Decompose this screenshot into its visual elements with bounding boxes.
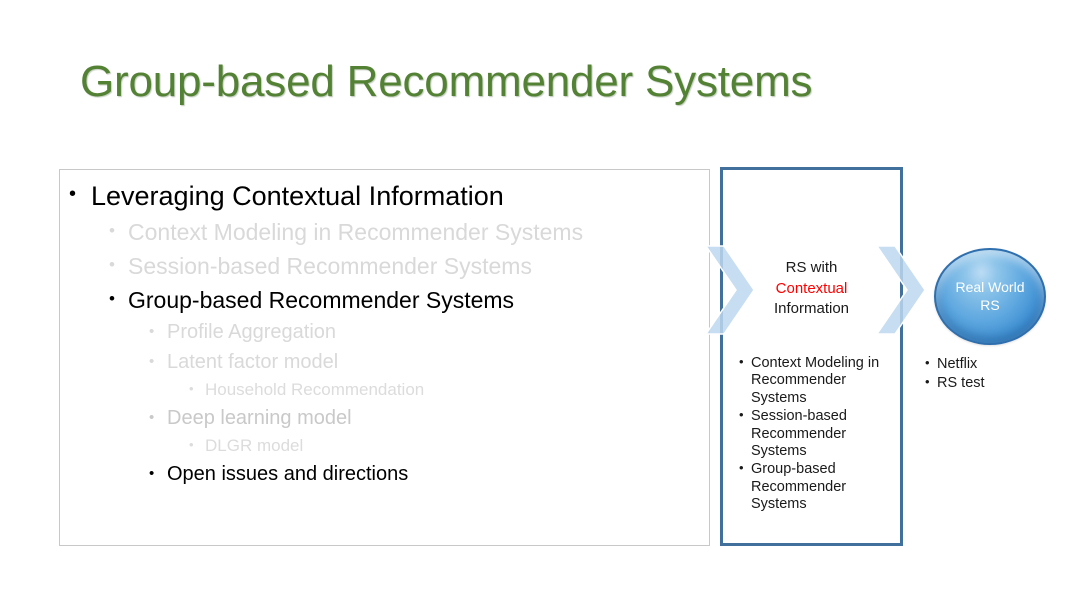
list-item-label: Deep learning model [167,407,352,429]
context-panel: RS with Contextual Information • Context… [720,167,903,546]
list-item-label: Session-based Recommender Systems [128,253,532,279]
real-world-bullet-list: • Netflix • RS test [925,355,1055,393]
list-item-label: Household Recommendation [205,380,425,399]
real-world-rs-circle: Real World RS [934,248,1046,345]
bullet-icon: • [189,437,194,452]
list-item-label: RS test [937,375,985,392]
chevron-right-arrow-icon [875,244,927,336]
list-item[interactable]: • RS test [925,374,1055,393]
list-item[interactable]: • Household Recommendation [189,380,709,400]
context-heading-highlight: Contextual [775,279,848,297]
outline-list: • Leveraging Contextual Information • Co… [60,181,709,486]
bullet-icon: • [109,221,115,240]
list-item[interactable]: • Netflix [925,355,1055,374]
chevron-right-arrow-icon [704,244,756,336]
list-item-label: Netflix [937,356,978,372]
list-item-label: Context Modeling in Recommender Systems [751,355,880,406]
real-world-rs-label: Real World RS [955,279,1025,313]
list-item-label: Context Modeling in Recommender Systems [128,219,584,245]
bullet-icon: • [739,354,744,369]
list-item-current[interactable]: • Group-based Recommender Systems [109,287,709,314]
list-item-label: Group-based Recommender Systems [128,287,515,313]
context-bullet-list: • Context Modeling in Recommender System… [739,354,889,515]
bullet-icon: • [149,323,155,340]
list-item[interactable]: • Context Modeling in Recommender System… [109,219,709,246]
list-item-label: Group-based Recommender Systems [751,461,847,513]
bullet-icon: • [149,465,155,482]
bullet-icon: • [149,409,155,426]
list-item[interactable]: • Latent factor model [149,351,709,374]
list-item-label: Open issues and directions [167,463,409,485]
bullet-icon: • [109,255,115,274]
list-item[interactable]: • Group-based Recommender Systems [739,460,889,513]
list-item[interactable]: • Session-based Recommender Systems [739,407,889,460]
context-heading-line3: Information [773,300,850,318]
context-panel-heading: RS with Contextual Information [723,258,900,320]
outline-panel: • Leveraging Contextual Information • Co… [59,169,710,546]
page-title: Group-based Recommender Systems [80,57,813,106]
bullet-icon: • [739,460,744,476]
list-item[interactable]: • Session-based Recommender Systems [109,253,709,280]
context-heading-line1: RS with [785,259,838,276]
list-item[interactable]: • Profile Aggregation [149,321,709,344]
list-item-label: Latent factor model [167,351,339,373]
list-item-label: DLGR model [205,436,304,455]
list-item-label: Session-based Recommender Systems [751,408,847,459]
bullet-icon: • [189,381,194,396]
bullet-icon: • [149,353,155,370]
list-item[interactable]: • Deep learning model [149,407,709,430]
list-item-label: Leveraging Contextual Information [91,181,504,211]
bullet-icon: • [925,355,930,370]
list-item-label: Profile Aggregation [167,321,337,343]
bullet-icon: • [69,183,77,205]
bullet-icon: • [925,374,930,390]
list-item[interactable]: • Leveraging Contextual Information [69,181,709,212]
list-item[interactable]: • Open issues and directions [149,463,709,486]
list-item[interactable]: • DLGR model [189,436,709,456]
bullet-icon: • [109,289,115,308]
list-item[interactable]: • Context Modeling in Recommender System… [739,354,889,407]
bullet-icon: • [739,407,744,423]
